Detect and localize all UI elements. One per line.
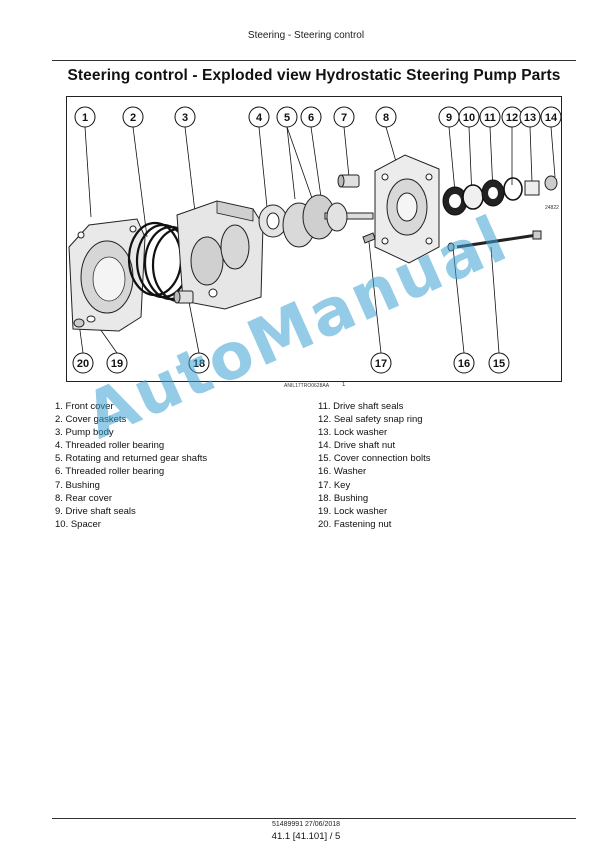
footer-page-number: 41.1 [41.101] / 5 bbox=[271, 831, 341, 842]
legend-item: 1. Front cover bbox=[55, 401, 114, 412]
header-divider bbox=[52, 60, 576, 61]
callout-6: 6 bbox=[300, 106, 322, 128]
callout-19-label: 19 bbox=[111, 358, 123, 370]
legend-item: 14. Drive shaft nut bbox=[318, 440, 396, 452]
legend-item: 4. Threaded roller bearing bbox=[55, 440, 165, 452]
roller-bearing-4-part bbox=[258, 204, 288, 238]
callout-12-label: 12 bbox=[506, 112, 518, 124]
callout-17: 17 bbox=[370, 352, 392, 374]
legend-item: 18. Bushing bbox=[318, 492, 369, 504]
legend-item: 19. Lock washer bbox=[318, 505, 388, 517]
part-code-label: 24822 bbox=[545, 205, 559, 211]
callout-1-label: 1 bbox=[82, 112, 88, 124]
callout-16: 16 bbox=[453, 352, 475, 374]
callout-18: 18 bbox=[188, 352, 210, 374]
rear-cover-part bbox=[374, 154, 440, 264]
callout-4-label: 4 bbox=[256, 112, 263, 124]
connection-bolt-part bbox=[447, 230, 542, 252]
shaft-seals-part bbox=[442, 175, 558, 216]
callout-18-label: 18 bbox=[193, 358, 205, 370]
exploded-view-drawing: 1 2 3 4 5 6 7 8 9 10 11 12 13 14 20 19 1… bbox=[68, 106, 561, 374]
legend-item: 17. Key bbox=[318, 479, 351, 491]
callout-1: 1 bbox=[74, 106, 96, 128]
pump-body-part bbox=[176, 200, 264, 310]
figure-number: 1 bbox=[342, 382, 346, 388]
legend-item: 16. Washer bbox=[318, 466, 367, 478]
callout-15-label: 15 bbox=[493, 358, 505, 370]
callouts-top: 1 2 3 4 5 6 7 8 9 10 11 12 13 14 bbox=[74, 106, 561, 128]
callout-13-label: 13 bbox=[524, 112, 536, 124]
key-part bbox=[362, 232, 376, 244]
callout-13: 13 bbox=[519, 106, 541, 128]
callout-9: 9 bbox=[438, 106, 460, 128]
callout-2: 2 bbox=[122, 106, 144, 128]
front-cover-part bbox=[68, 218, 146, 332]
callout-5-label: 5 bbox=[284, 112, 290, 124]
callout-8: 8 bbox=[375, 106, 397, 128]
figure-reference: ANIL17TRO0628AA bbox=[284, 383, 330, 389]
leader-lines bbox=[78, 126, 556, 354]
callout-3-label: 3 bbox=[182, 112, 188, 124]
callout-17-label: 17 bbox=[375, 358, 387, 370]
callout-7-label: 7 bbox=[341, 112, 347, 124]
callout-14: 14 bbox=[540, 106, 561, 128]
callout-12: 12 bbox=[501, 106, 523, 128]
callout-4: 4 bbox=[248, 106, 270, 128]
legend-item: 2. Cover gaskets bbox=[55, 414, 127, 426]
legend-left: 1. Front cover 2. Cover gaskets 3. Pump … bbox=[55, 400, 207, 531]
page-title: Steering control - Exploded view Hydrost… bbox=[67, 67, 561, 84]
callout-10: 10 bbox=[458, 106, 480, 128]
legend-item: 6. Threaded roller bearing bbox=[55, 466, 165, 478]
callout-16-label: 16 bbox=[458, 358, 470, 370]
callout-19: 19 bbox=[106, 352, 128, 374]
callout-8-label: 8 bbox=[383, 112, 389, 124]
legend-item: 8. Rear cover bbox=[55, 492, 113, 504]
legend-item: 7. Bushing bbox=[55, 479, 100, 491]
callout-10-label: 10 bbox=[463, 112, 475, 124]
footer-divider bbox=[52, 818, 576, 819]
callouts-bottom: 20 19 18 17 16 15 bbox=[72, 352, 510, 374]
running-header: Steering - Steering control bbox=[247, 30, 365, 41]
callout-20-label: 20 bbox=[77, 358, 89, 370]
fastening-nut-part bbox=[73, 315, 96, 328]
callout-15: 15 bbox=[488, 352, 510, 374]
legend-item: 11. Drive shaft seals bbox=[318, 401, 404, 412]
callout-11: 11 bbox=[479, 106, 501, 128]
callout-5: 5 bbox=[276, 106, 298, 128]
legend-item: 9. Drive shaft seals bbox=[55, 505, 136, 517]
legend-item: 10. Spacer bbox=[55, 518, 101, 530]
callout-7: 7 bbox=[333, 106, 355, 128]
callout-2-label: 2 bbox=[130, 112, 136, 124]
callout-9-label: 9 bbox=[446, 112, 452, 124]
legend-item: 13. Lock washer bbox=[318, 427, 388, 439]
exploded-view-figure: 1 2 3 4 5 6 7 8 9 10 11 12 13 14 20 19 1… bbox=[66, 96, 562, 382]
bushing-18-part bbox=[173, 290, 194, 304]
callout-20: 20 bbox=[72, 352, 94, 374]
callout-14-label: 14 bbox=[545, 112, 558, 124]
gear-shafts-part bbox=[282, 194, 374, 248]
callout-11-label: 11 bbox=[484, 112, 496, 124]
legend-item: 12. Seal safety snap ring bbox=[318, 414, 423, 426]
legend-item: 20. Fastening nut bbox=[318, 518, 392, 530]
callout-6-label: 6 bbox=[308, 112, 314, 124]
legend-item: 15. Cover connection bolts bbox=[318, 453, 431, 465]
callout-3: 3 bbox=[174, 106, 196, 128]
legend-right: 11. Drive shaft seals 12. Seal safety sn… bbox=[318, 400, 430, 531]
footer-document-reference: 51489991 27/06/2018 bbox=[271, 821, 341, 828]
bushing-7-part bbox=[337, 174, 360, 188]
legend-item: 5. Rotating and returned gear shafts bbox=[55, 453, 208, 465]
legend-item: 3. Pump body bbox=[55, 427, 114, 439]
